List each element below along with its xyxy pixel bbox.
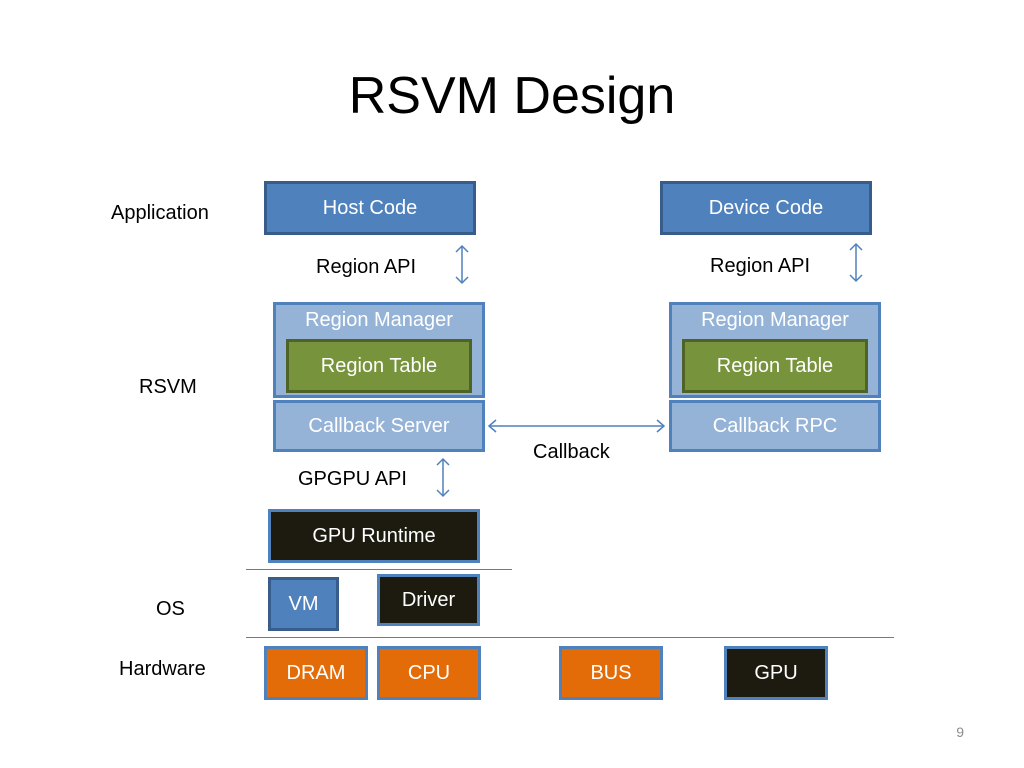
gpgpu-api-arrow: [436, 457, 450, 498]
layer-label-hardware: Hardware: [119, 658, 206, 680]
gpgpu-api-label: GPGPU API: [298, 468, 407, 490]
callback-rpc-box: Callback RPC: [669, 400, 881, 452]
host-region-api-arrow: [455, 244, 469, 285]
rsvm-os-divider: [246, 569, 512, 570]
os-hardware-divider: [246, 637, 894, 638]
gpu-box: GPU: [724, 646, 828, 700]
dram-box: DRAM: [264, 646, 368, 700]
bus-box: BUS: [559, 646, 663, 700]
host-code-box: Host Code: [264, 181, 476, 235]
device-region-manager-label: Region Manager: [701, 309, 849, 331]
callback-arrow: [487, 419, 666, 433]
slide-title: RSVM Design: [348, 67, 676, 125]
cpu-box: CPU: [377, 646, 481, 700]
device-region-api-label: Region API: [710, 255, 811, 277]
device-region-api-arrow: [849, 242, 863, 283]
vm-box: VM: [268, 577, 339, 631]
host-region-manager-label: Region Manager: [305, 309, 453, 331]
host-region-table-box: Region Table: [286, 339, 472, 393]
device-region-table-box: Region Table: [682, 339, 868, 393]
host-region-api-label: Region API: [316, 256, 417, 278]
gpu-runtime-box: GPU Runtime: [268, 509, 480, 563]
callback-server-box: Callback Server: [273, 400, 485, 452]
page-number: 9: [956, 724, 964, 740]
layer-label-os: OS: [156, 598, 185, 620]
layer-label-rsvm: RSVM: [139, 376, 197, 398]
callback-label: Callback: [533, 441, 610, 463]
driver-box: Driver: [377, 574, 480, 626]
layer-label-application: Application: [111, 202, 209, 224]
device-code-box: Device Code: [660, 181, 872, 235]
